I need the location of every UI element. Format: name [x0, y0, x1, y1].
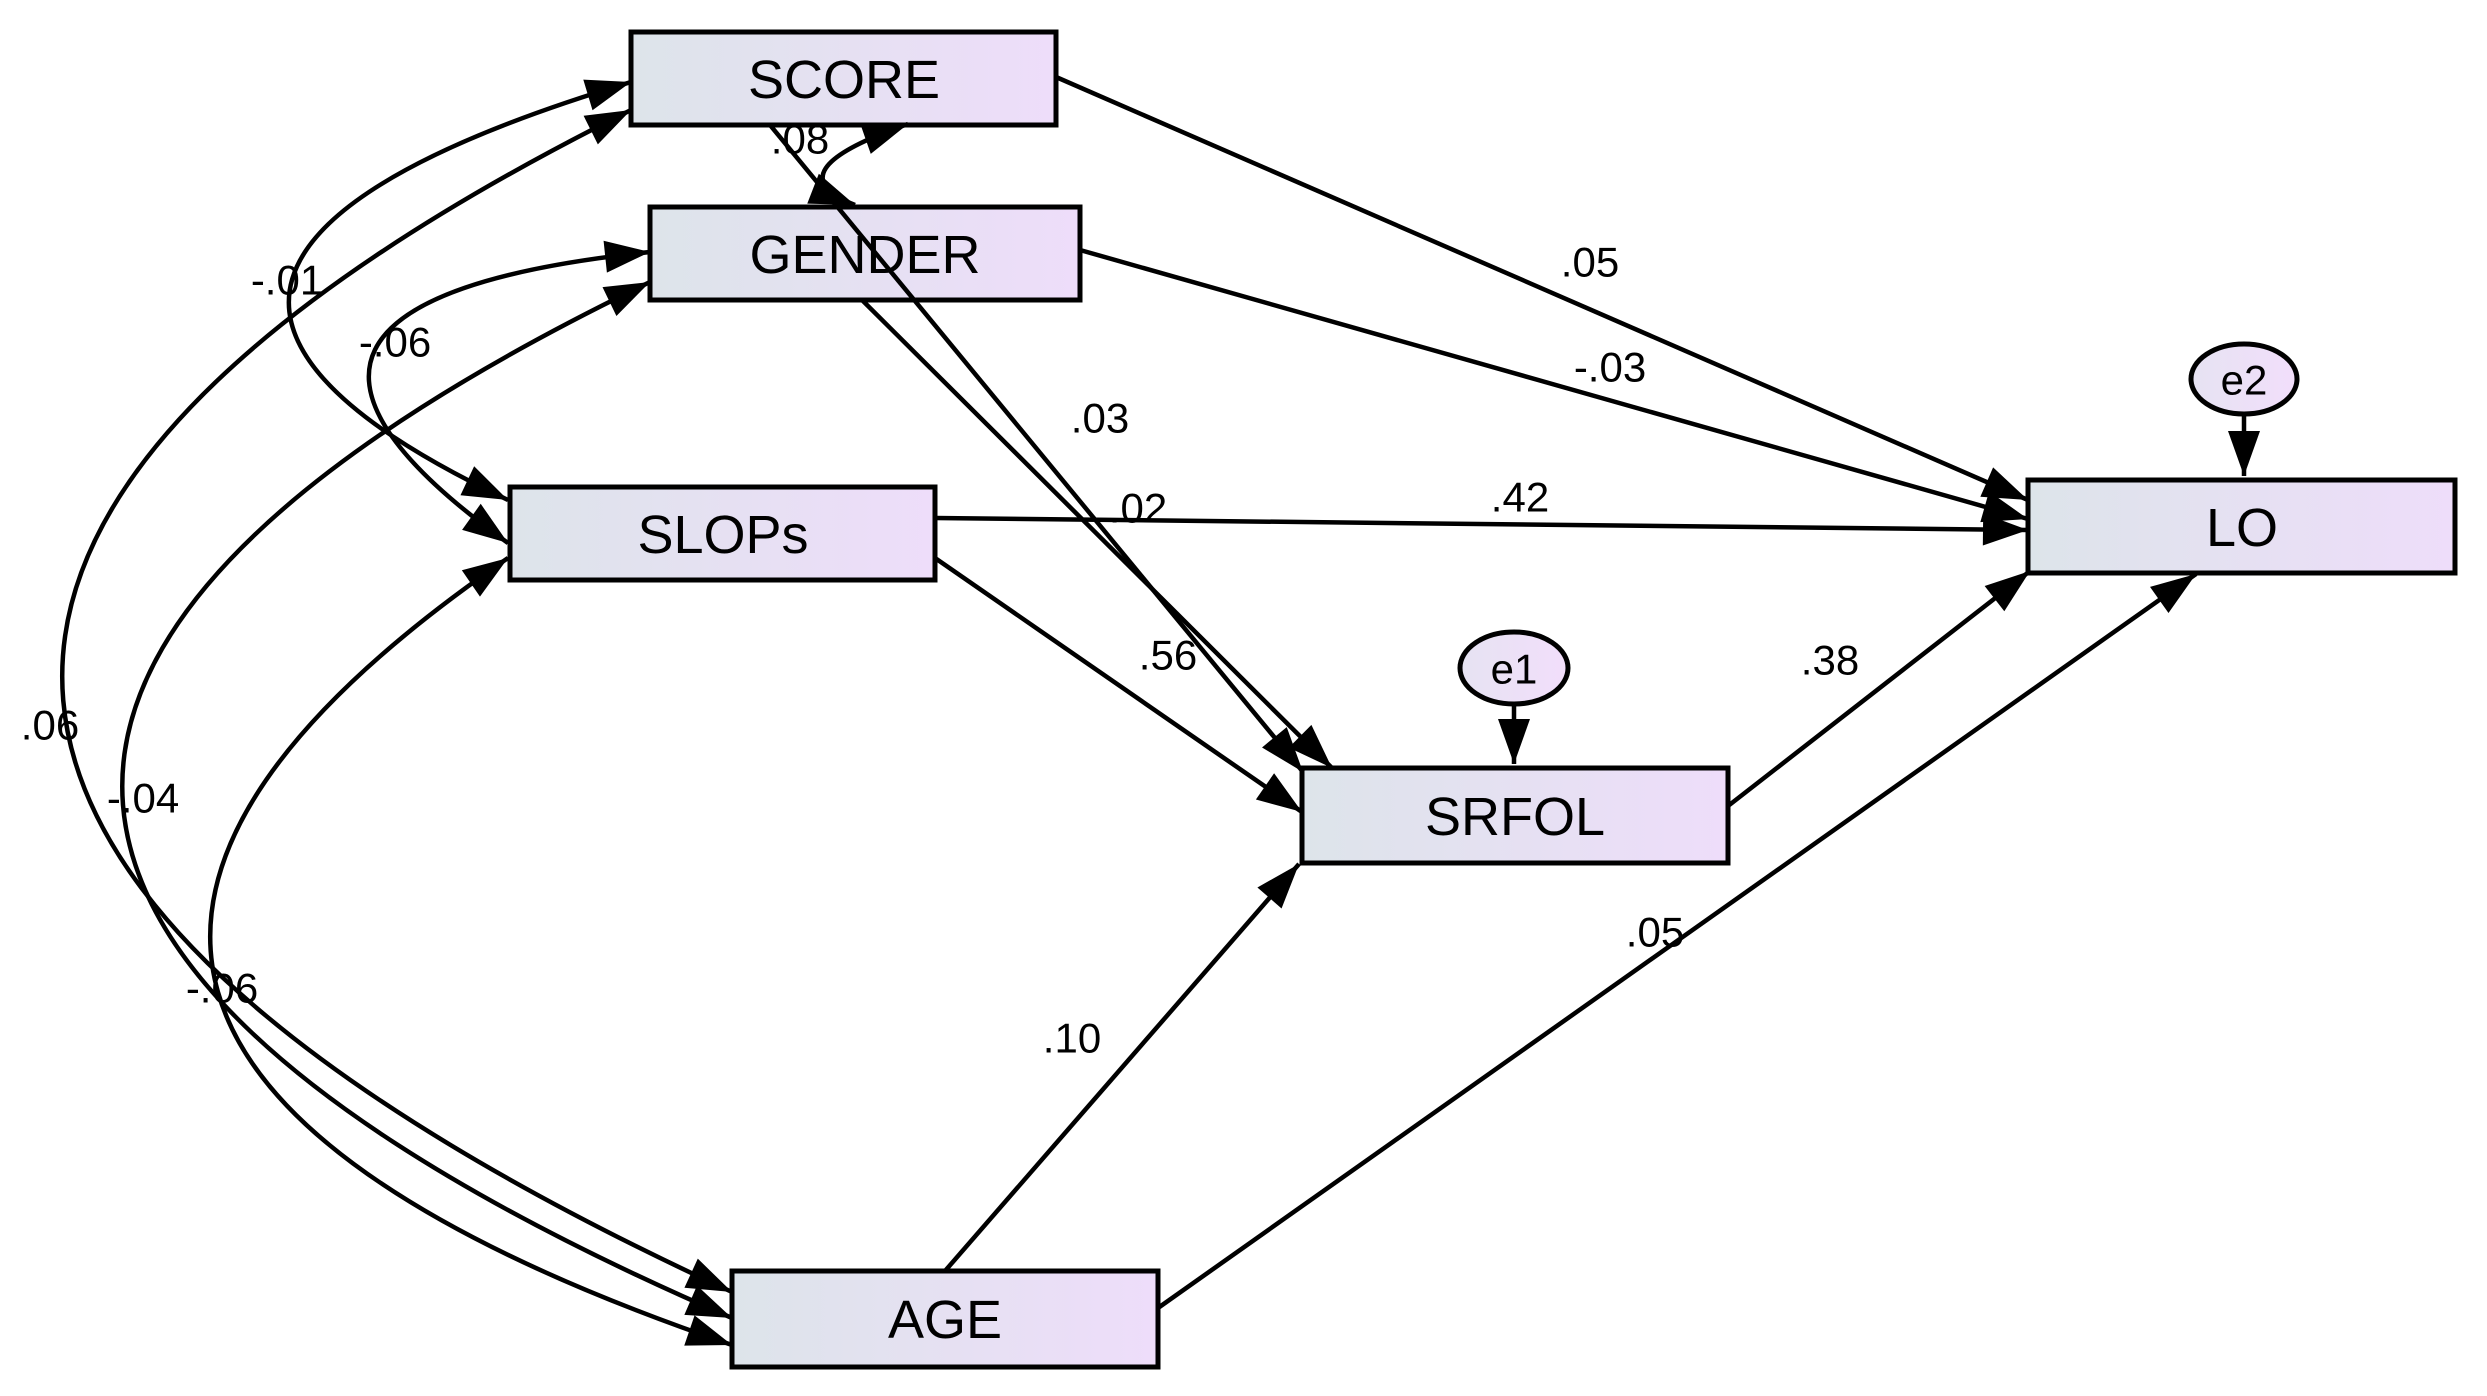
score-label: SCORE: [748, 50, 940, 110]
weight-age-lo: .05: [1626, 909, 1684, 956]
srfol-label: SRFOL: [1425, 787, 1605, 847]
cov-value-slops-age: -.06: [186, 965, 258, 1012]
cov-score-gender: [807, 121, 909, 208]
cov-value-score-slops: -.01: [251, 257, 323, 304]
error-e1: e1: [1457, 629, 1571, 764]
node-age: AGE: [729, 1268, 1161, 1370]
age-box: [729, 1268, 1161, 1370]
node-srfol: SRFOL: [1299, 765, 1731, 866]
cov-slops-age: [207, 556, 733, 1348]
cov-gender-age: [120, 279, 733, 1321]
lo-label: LO: [2206, 498, 2278, 558]
node-gender: GENDER: [647, 204, 1083, 303]
weight-gender-srfol: .02: [1109, 485, 1167, 532]
cov-value-score-age: .06: [21, 702, 79, 749]
e2-circle: [2188, 341, 2300, 417]
gender-label: GENDER: [749, 225, 980, 285]
path-srfol-lo: [1726, 569, 2032, 808]
e1-label: e1: [1491, 646, 1538, 693]
score-box: [628, 29, 1059, 128]
e2-label: e2: [2221, 357, 2268, 404]
lo-box: [2025, 477, 2458, 576]
node-lo: LO: [2025, 477, 2458, 576]
e1-circle: [1457, 629, 1571, 707]
path-age-srfol: [943, 862, 1301, 1273]
path-gender-lo: [1079, 247, 2029, 523]
weight-slops-lo: .42: [1491, 474, 1549, 521]
cov-value-gender-age: -.04: [107, 775, 179, 822]
path-slops-srfol: [933, 556, 1304, 814]
path-age-lo: [1156, 572, 2198, 1310]
cov-value-score-gender: .08: [771, 116, 829, 163]
weight-score-srfol: .03: [1071, 395, 1129, 442]
weight-age-srfol: .10: [1043, 1015, 1101, 1062]
path-score-lo: [1055, 74, 2029, 503]
error-e2: e2: [2188, 341, 2300, 476]
srfol-box: [1299, 765, 1731, 866]
weight-score-lo: .05: [1561, 239, 1619, 286]
cov-score-age: [59, 107, 733, 1295]
weight-slops-srfol: .56: [1139, 632, 1197, 679]
path-slops-lo: [934, 513, 2029, 546]
slops-label: SLOPs: [637, 505, 808, 565]
weight-srfol-lo: .38: [1801, 637, 1859, 684]
cov-value-gender-slops: -.06: [359, 319, 431, 366]
path-gender-srfol: [860, 298, 1334, 770]
cov-gender-slops: [366, 240, 651, 545]
node-score: SCORE: [628, 29, 1059, 128]
weight-gender-lo: -.03: [1574, 344, 1646, 391]
node-slops: SLOPs: [507, 484, 938, 583]
age-label: AGE: [888, 1290, 1002, 1350]
path-score-srfol: [768, 123, 1305, 774]
